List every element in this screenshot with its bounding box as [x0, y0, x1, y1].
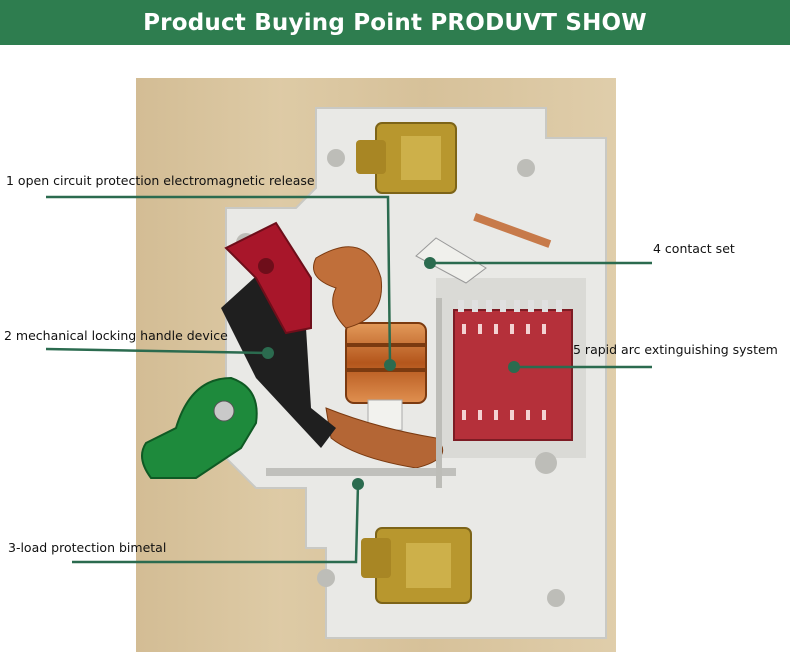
marker-dot-3 — [352, 478, 364, 490]
callout-label-5: 5 rapid arc extinguishing system — [573, 342, 778, 357]
red-handle — [224, 221, 312, 335]
marker-dot-2 — [262, 347, 274, 359]
page-title: Product Buying Point PRODUVT SHOW — [143, 9, 647, 36]
product-photo — [136, 78, 616, 652]
callout-label-1: 1 open circuit protection electromagneti… — [6, 173, 315, 188]
black-lever — [221, 258, 336, 448]
leader-line-1 — [46, 195, 392, 366]
callout-label-3: 3-load protection bimetal — [8, 540, 167, 555]
circuit-breaker-illustration — [136, 78, 616, 652]
marker-dot-1 — [384, 359, 396, 371]
callout-label-4: 4 contact set — [653, 241, 735, 256]
marker-dot-5 — [508, 361, 520, 373]
leader-line-3 — [72, 483, 360, 564]
marker-dot-4 — [424, 257, 436, 269]
contact-set — [415, 237, 487, 284]
callout-label-2: 2 mechanical locking handle device — [4, 328, 228, 343]
bimetal-strip — [266, 468, 456, 476]
header-banner: Product Buying Point PRODUVT SHOW — [0, 0, 790, 45]
leader-line-2 — [45, 347, 269, 355]
copper-braid — [313, 246, 383, 329]
